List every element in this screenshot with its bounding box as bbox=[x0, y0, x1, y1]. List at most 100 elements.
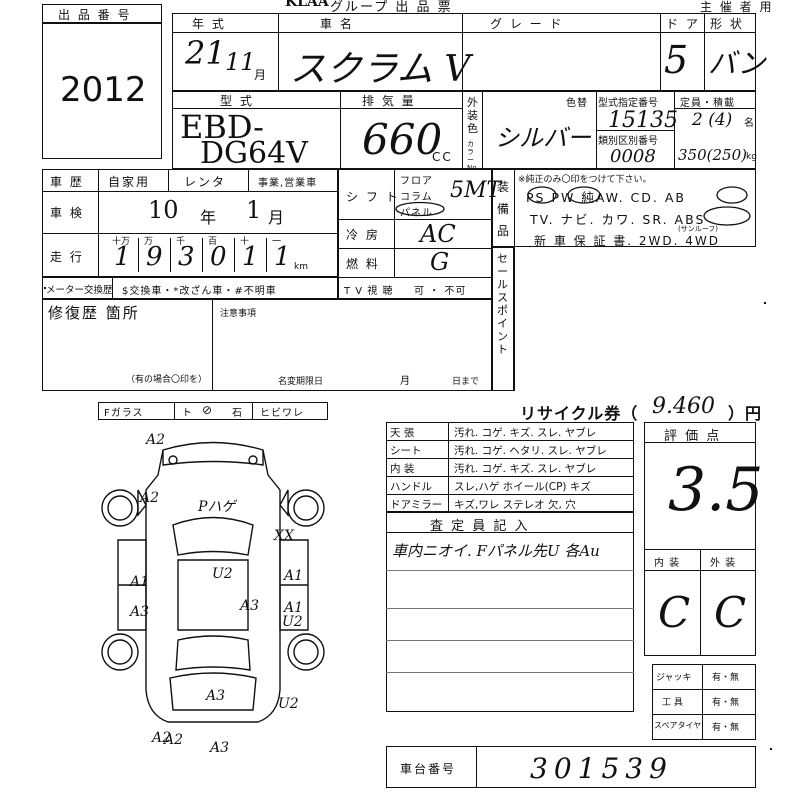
damage-mark: A3 bbox=[210, 740, 230, 756]
capacity-unit: 名 bbox=[744, 118, 755, 129]
vehicle-name: スクラム V bbox=[290, 49, 471, 90]
notes-label: 注意事項 bbox=[220, 309, 257, 319]
accessory-box bbox=[652, 664, 756, 740]
mileage-digit-label: 一 bbox=[272, 237, 282, 247]
shift-column: コラム bbox=[400, 192, 433, 203]
interior-row-label: ハンドル bbox=[390, 481, 432, 493]
exterior-color-label: 外装色 bbox=[467, 96, 478, 135]
glass-item-1: ト bbox=[182, 408, 193, 419]
mileage-unit: km bbox=[294, 262, 308, 272]
damage-mark: A2 bbox=[140, 490, 160, 506]
load-value: 350(250) bbox=[678, 146, 747, 164]
spare-label: スペアタイヤ bbox=[654, 721, 702, 730]
damage-mark: A2 bbox=[146, 432, 166, 448]
equipment-note: ※純正のみ〇印をつけて下さい。 bbox=[518, 175, 652, 185]
history-box bbox=[42, 169, 338, 277]
model-box bbox=[172, 91, 756, 169]
color-change-label: 色替 bbox=[566, 98, 588, 109]
interior-row-items: 汚れ. コゲ. キズ. スレ. ヤブレ bbox=[454, 427, 597, 439]
organizer-label: 主 催 者 用 bbox=[700, 0, 774, 14]
repair-box bbox=[42, 299, 492, 391]
damage-mark: U2 bbox=[282, 614, 303, 630]
meter-label: メーター交換歴 bbox=[46, 285, 113, 296]
interior-row-items: キズ,ワレ ステレオ 欠, 穴 bbox=[454, 499, 576, 511]
deadline-day: 日まで bbox=[452, 377, 480, 387]
interior-row-label: 天 張 bbox=[390, 427, 415, 439]
model-code-1: EBD- bbox=[180, 108, 264, 146]
exterior-grade: C bbox=[714, 588, 747, 637]
chassis-number: 301539 bbox=[530, 752, 673, 785]
type-no-value: 15135 bbox=[608, 108, 678, 133]
displacement-unit: CC bbox=[432, 150, 453, 164]
drive-box bbox=[338, 169, 492, 299]
damage-mark: Pハゲ bbox=[198, 499, 236, 515]
interior-row-items: 汚れ. コゲ. キズ. スレ. ヤブレ bbox=[454, 463, 597, 475]
month-value: 11 bbox=[225, 48, 256, 76]
meter-box bbox=[42, 277, 338, 299]
inspector-label: 査 定 員 記 入 bbox=[430, 519, 530, 534]
equipment-line-2: TV. ナビ. カワ. SR. ABS bbox=[530, 212, 706, 227]
jack-label: ジャッキ bbox=[656, 673, 692, 683]
capacity-label: 定員・積載 bbox=[680, 98, 735, 109]
exterior-grade-label: 外 装 bbox=[710, 558, 737, 569]
inspection-label: 車 検 bbox=[50, 206, 84, 220]
glass-crack-mark: ⊘ bbox=[202, 403, 213, 417]
history-label: 車 歴 bbox=[50, 175, 84, 189]
ac-label: 冷 房 bbox=[346, 228, 380, 242]
displacement-value: 660 bbox=[362, 115, 443, 164]
shift-label: シ フ ト bbox=[346, 190, 400, 204]
brand-logo: KLAA bbox=[285, 0, 329, 10]
tv-value: 可 ・ 不可 bbox=[414, 286, 467, 297]
interior-row-label: 内 装 bbox=[390, 463, 415, 475]
color-value: シルバー bbox=[495, 124, 591, 152]
door-label: ド ア bbox=[666, 17, 700, 31]
damage-mark: A3 bbox=[206, 688, 226, 704]
damage-mark: U2 bbox=[278, 696, 299, 712]
recycle-unit: ）円 bbox=[728, 404, 763, 423]
model-label: 型 式 bbox=[220, 94, 254, 108]
shift-panel: パネル bbox=[400, 208, 433, 219]
sales-point-box bbox=[492, 247, 514, 391]
mileage-digit: 3 bbox=[178, 242, 195, 272]
interior-grade: C bbox=[658, 588, 691, 637]
interior-table bbox=[386, 422, 634, 512]
inspector-comment: 車内ニオイ. Fパネル先U 各Au bbox=[392, 542, 600, 560]
mileage-digit-label: 十万 bbox=[112, 237, 131, 247]
vehicle-info-box bbox=[172, 13, 756, 91]
deadline-label: 名変期限日 bbox=[278, 377, 324, 387]
glass-box bbox=[98, 402, 328, 420]
damage-mark: A1 bbox=[284, 600, 304, 616]
panel-circle-mark bbox=[395, 201, 445, 217]
rating-label: 評 価 点 bbox=[664, 429, 722, 444]
name-label: 車 名 bbox=[320, 17, 354, 31]
tv-label: T V 視 聴 bbox=[344, 286, 394, 297]
shift-floor: フロア bbox=[400, 176, 433, 187]
glass-item-3: ヒビワレ bbox=[260, 408, 304, 419]
equipment-circles bbox=[527, 186, 748, 204]
mileage-label: 走 行 bbox=[50, 250, 84, 264]
interior-row-items: 汚れ. コゲ. ヘタリ. スレ. ヤブレ bbox=[454, 445, 607, 457]
inspection-year-unit: 年 bbox=[200, 208, 219, 227]
interior-row-items: スレ,ハゲ ホイール(CP) キズ bbox=[454, 481, 591, 493]
sunroof-note: (サンルーフ) bbox=[678, 225, 719, 233]
mileage-digit-label: 十 bbox=[240, 237, 250, 247]
damage-mark: A3 bbox=[130, 604, 150, 620]
ac-value: AC bbox=[420, 220, 456, 248]
damage-mark: XX bbox=[274, 528, 294, 544]
mileage-digit-label: 百 bbox=[208, 237, 218, 247]
glass-label: Fガラス bbox=[104, 408, 144, 419]
inspection-year: 10 bbox=[148, 196, 179, 224]
damage-mark: A1 bbox=[130, 574, 150, 590]
color-no-label: カラーNo. bbox=[467, 140, 479, 172]
interior-row-label: ドアミラー bbox=[390, 499, 443, 511]
chassis-box bbox=[386, 746, 756, 788]
repair-note: （有の場合〇印を） bbox=[126, 375, 208, 385]
tools-value: 有・無 bbox=[712, 698, 740, 708]
type-no-label: 型式指定番号 bbox=[598, 98, 658, 109]
mileage-digit: 9 bbox=[146, 242, 163, 272]
equipment-label: 装 備 品 bbox=[497, 180, 510, 238]
year-value: 21 bbox=[185, 34, 226, 72]
fuel-label: 燃 料 bbox=[346, 257, 380, 271]
jack-value: 有・無 bbox=[712, 673, 740, 683]
equipment-box bbox=[492, 169, 756, 247]
